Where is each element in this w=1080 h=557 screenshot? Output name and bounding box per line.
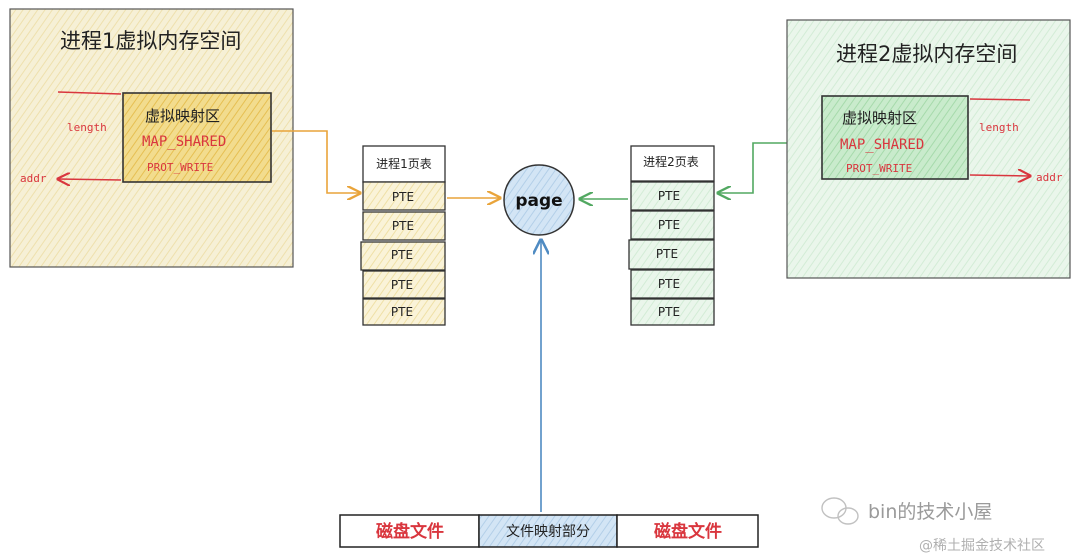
process1-flag-map-shared: MAP_SHARED xyxy=(142,134,226,150)
process2-page-table: 进程2页表 PTE PTE PTE PTE PTE xyxy=(628,145,715,326)
disk-file: 磁盘文件 文件映射部分 磁盘文件 xyxy=(339,514,759,548)
svg-text:文件映射部分: 文件映射部分 xyxy=(506,524,590,540)
process1-page-table-title: 进程1页表 xyxy=(376,156,432,171)
process1-region-title: 虚拟映射区 xyxy=(145,107,220,125)
process2-page-table-title: 进程2页表 xyxy=(643,154,699,169)
process2-length-label: length xyxy=(979,121,1019,134)
svg-text:PTE: PTE xyxy=(391,305,413,319)
process1-addr-label: addr xyxy=(20,172,47,185)
process2-flag-prot-write: PROT_WRITE xyxy=(846,162,912,175)
process1-pte-row: PTE xyxy=(362,181,446,211)
process1-region-to-pagetable-arrow xyxy=(272,130,360,193)
svg-text:PTE: PTE xyxy=(658,218,680,232)
process1-pte-row: PTE xyxy=(362,211,446,241)
svg-text:PTE: PTE xyxy=(392,190,414,204)
svg-text:PTE: PTE xyxy=(658,305,680,319)
watermark: bin的技术小屋 @稀土掘金技术社区 xyxy=(821,497,1045,554)
disk-file-left-segment: 磁盘文件 xyxy=(339,514,480,548)
process2-length-line xyxy=(969,98,1031,101)
svg-text:磁盘文件: 磁盘文件 xyxy=(376,521,444,542)
svg-text:PTE: PTE xyxy=(658,277,680,291)
process2-region-title: 虚拟映射区 xyxy=(842,109,917,127)
process2-pte-row: PTE xyxy=(630,210,715,240)
process1-page-table: 进程1页表 PTE PTE PTE PTE PTE xyxy=(360,145,446,326)
process2-pte-row: PTE xyxy=(630,298,715,326)
process2-pte-row: PTE xyxy=(630,181,715,211)
process1-pte-row: PTE xyxy=(360,241,446,271)
process1-pte-row: PTE xyxy=(362,298,446,326)
svg-text:PTE: PTE xyxy=(656,247,678,261)
process2-pte-row: PTE xyxy=(630,269,715,299)
page-label: page xyxy=(515,191,562,211)
process2-flag-map-shared: MAP_SHARED xyxy=(840,137,924,153)
watermark-brand: bin的技术小屋 xyxy=(868,501,992,523)
wechat-icon xyxy=(821,497,859,525)
process1-length-label: length xyxy=(67,121,107,134)
process1-length-line xyxy=(57,91,122,95)
process2-title: 进程2虚拟内存空间 xyxy=(836,42,1017,66)
svg-text:PTE: PTE xyxy=(658,189,680,203)
disk-file-right-segment: 磁盘文件 xyxy=(616,514,759,548)
process1-title: 进程1虚拟内存空间 xyxy=(60,29,241,53)
file-mapped-segment: 文件映射部分 xyxy=(478,514,618,548)
watermark-source: @稀土掘金技术社区 xyxy=(919,538,1045,554)
svg-text:PTE: PTE xyxy=(391,278,413,292)
svg-text:PTE: PTE xyxy=(392,219,414,233)
process2-addr-label: addr xyxy=(1036,171,1063,184)
process2-addr-arrow xyxy=(969,175,1030,176)
process1-addr-arrow xyxy=(58,179,122,180)
svg-text:PTE: PTE xyxy=(391,248,413,262)
process2-pte-row: PTE xyxy=(628,239,715,270)
process1-mapping-region: 虚拟映射区 MAP_SHARED PROT_WRITE xyxy=(122,92,272,183)
svg-text:磁盘文件: 磁盘文件 xyxy=(654,521,722,542)
physical-page: page xyxy=(503,164,575,236)
process1-pte-row: PTE xyxy=(362,270,446,299)
process2-mapping-region: 虚拟映射区 MAP_SHARED PROT_WRITE xyxy=(821,95,969,180)
process1-flag-prot-write: PROT_WRITE xyxy=(147,161,213,174)
